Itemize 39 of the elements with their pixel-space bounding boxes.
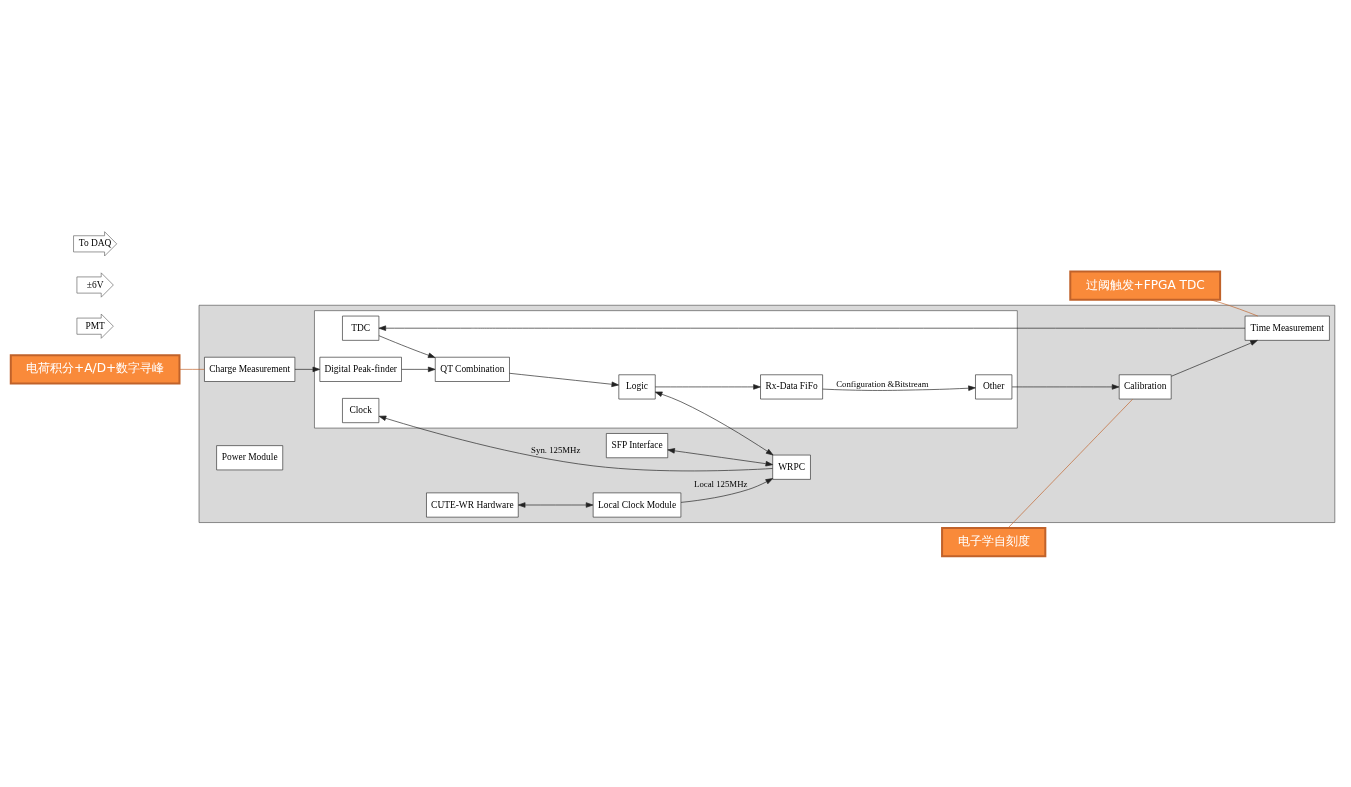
node-box: Time Measurement (1244, 315, 1330, 341)
node-box: Digital Peak-finder (319, 356, 402, 382)
connector (179, 368, 205, 370)
arrow (654, 391, 774, 455)
arrow (378, 415, 773, 471)
arrow (378, 334, 436, 358)
edge-label: Local 125MHz (694, 478, 748, 489)
edge-label: Syn. 125MHz (531, 444, 581, 455)
arrow (1011, 383, 1120, 390)
node-box: Charge Measurement (204, 356, 296, 382)
arrow (509, 372, 619, 387)
node-box: Calibration (1118, 373, 1172, 399)
node-box: WRPC (772, 454, 811, 480)
node-box: TDC (342, 315, 380, 341)
connector (1210, 299, 1259, 316)
node-box: Clock (342, 397, 380, 423)
node-box: QT Combination (434, 356, 510, 382)
node-box: 过阈触发+FPGA TDC (1069, 270, 1222, 301)
connector (1007, 398, 1133, 528)
node-box: Other (975, 373, 1013, 399)
node-box: Logic (618, 373, 656, 399)
arrow (680, 477, 773, 503)
node-box: Rx-Data FiFo (760, 373, 823, 399)
arrow (667, 447, 773, 466)
arrow (378, 325, 1246, 331)
arrow (654, 383, 761, 390)
node-box: Power Module (216, 444, 284, 470)
node-box: Local Clock Module (592, 492, 682, 517)
arrow (294, 366, 320, 372)
arrow (822, 385, 976, 391)
node-box: CUTE-WR Hardware (426, 492, 519, 517)
arrow (518, 501, 594, 508)
edge-label: Configuration &Bitstream (836, 378, 929, 389)
node-box: 电子学自刻度 (941, 526, 1047, 557)
node-box: SFP Interface (606, 432, 669, 458)
arrow (401, 366, 436, 372)
cluster (198, 304, 1336, 523)
node-box: 电荷积分+A/D+数字寻峰 (9, 353, 181, 385)
arrow (1171, 339, 1258, 377)
